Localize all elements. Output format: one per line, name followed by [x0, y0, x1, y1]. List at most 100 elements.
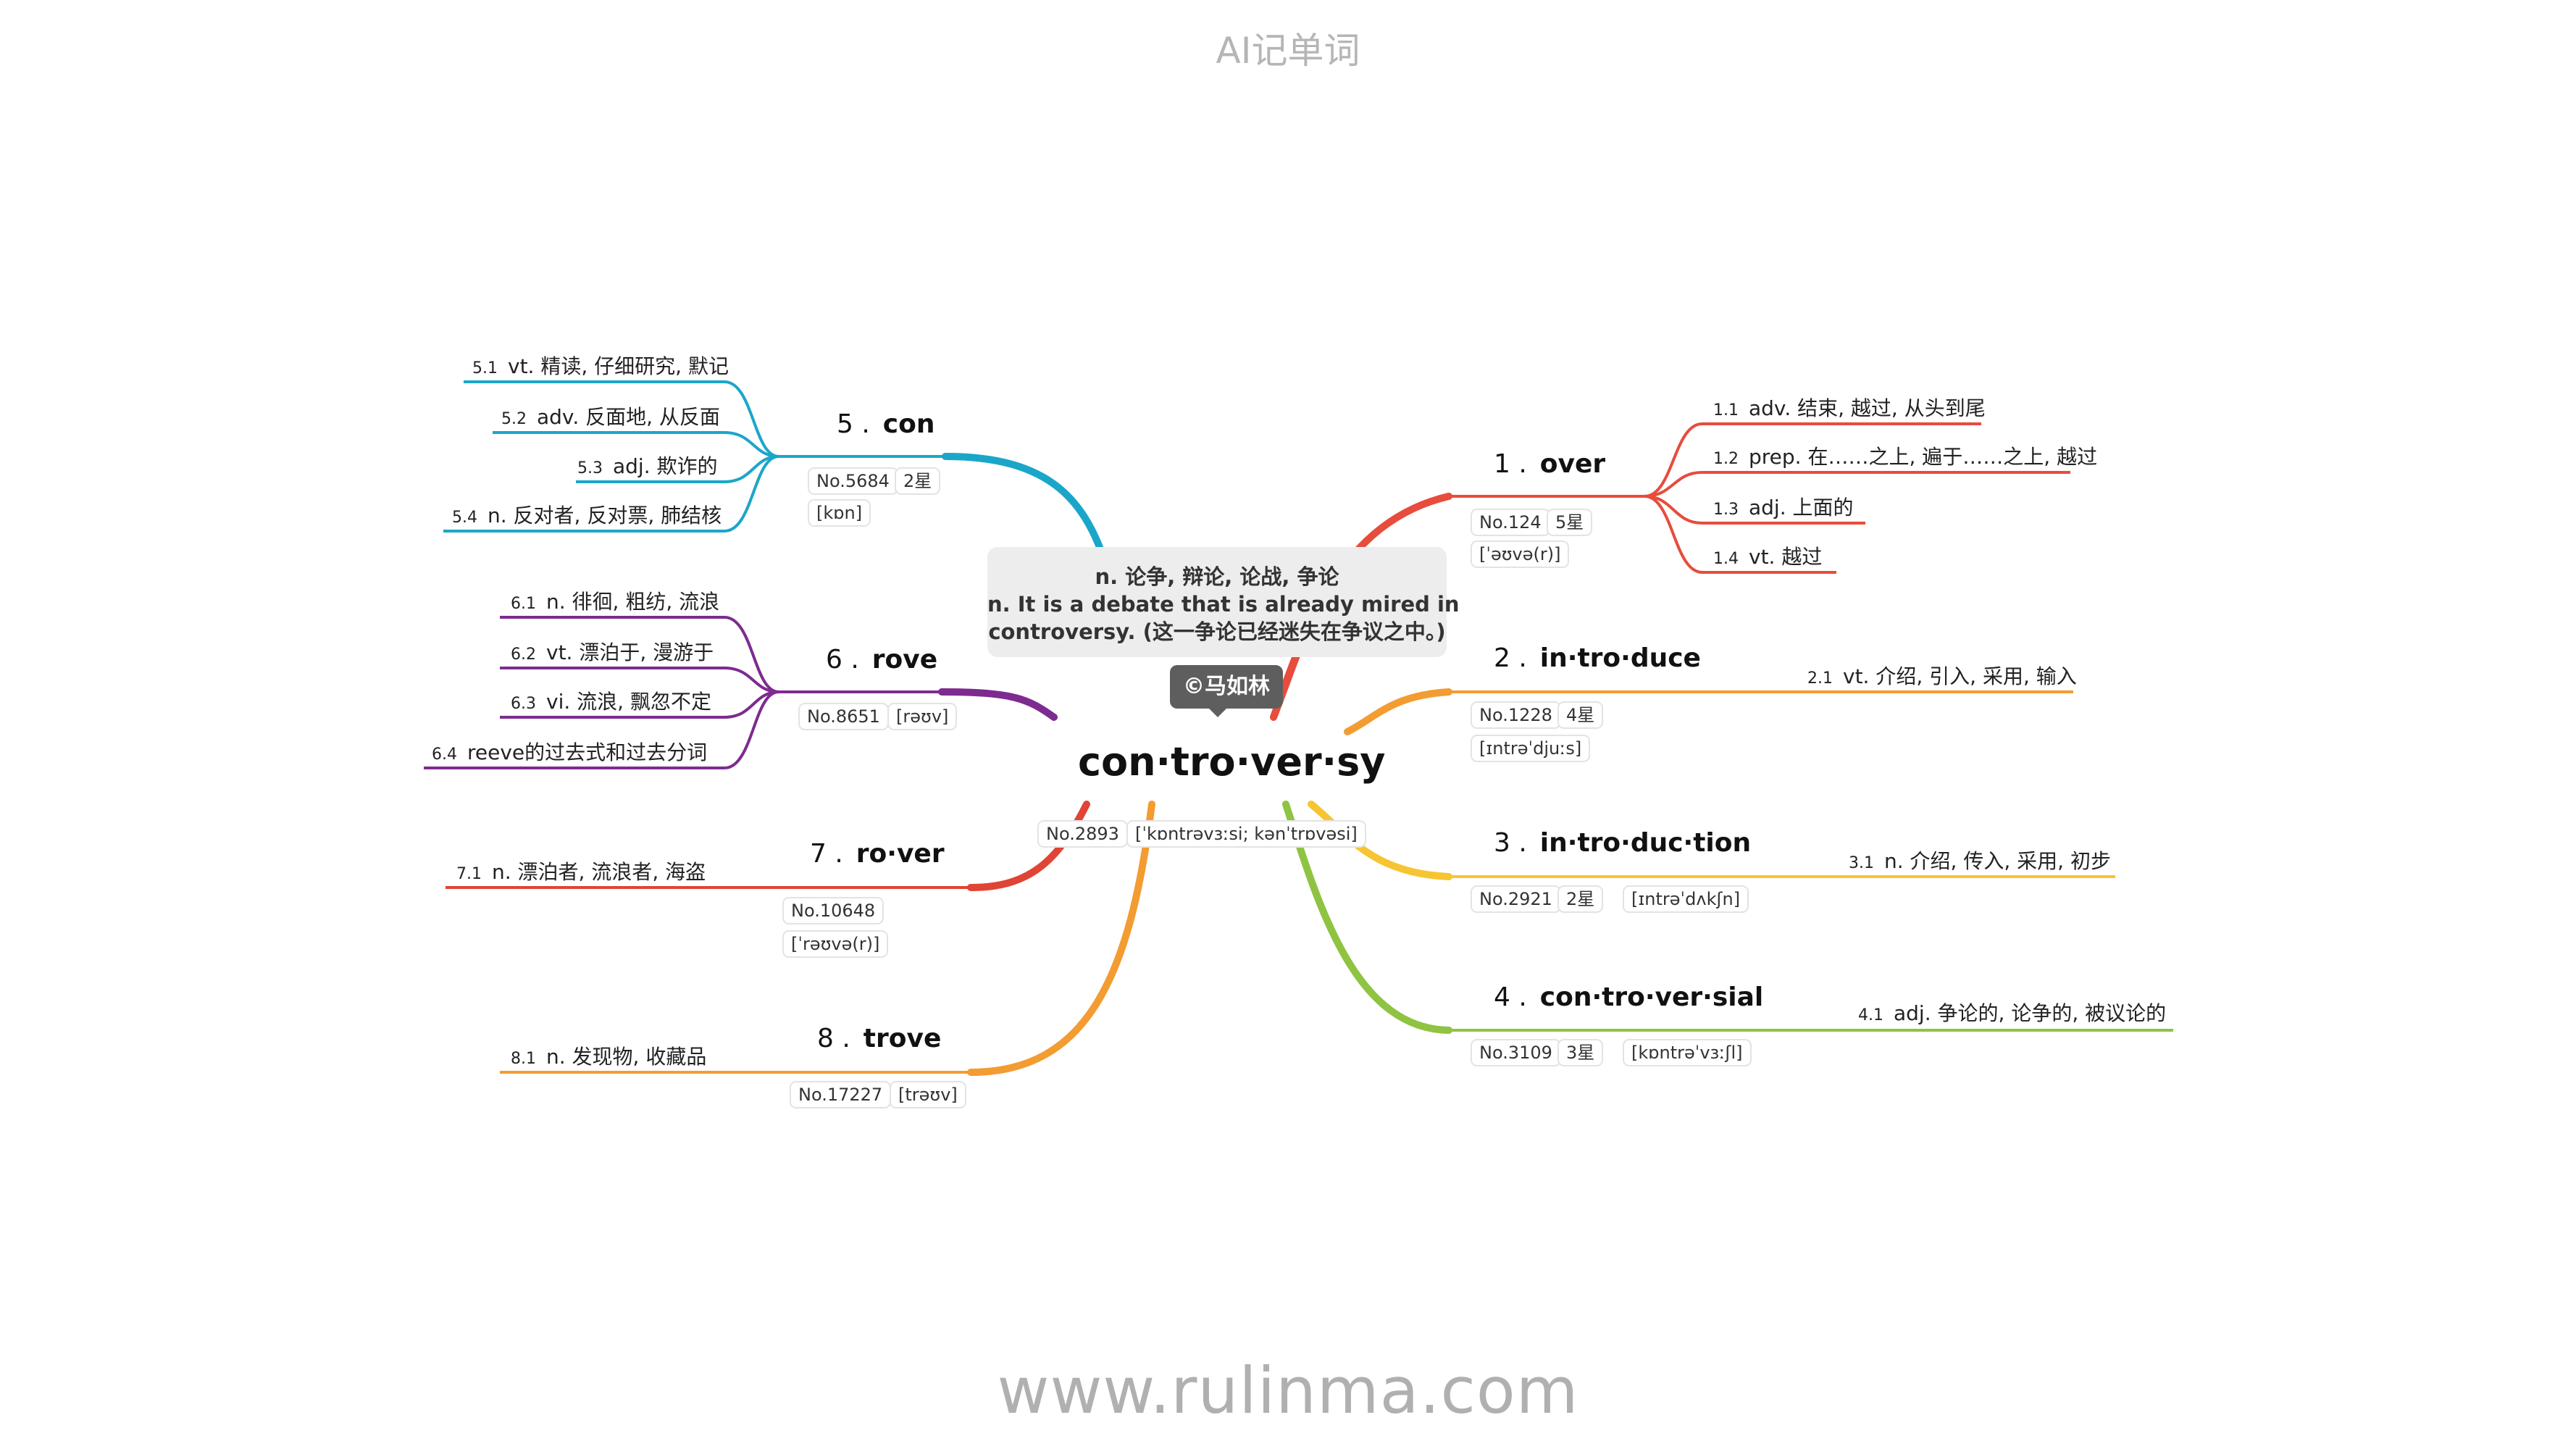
- branch-3-number: 3 .: [1494, 828, 1527, 858]
- leaf-number: 5.3: [577, 459, 603, 477]
- branch-5-word: con: [882, 409, 935, 439]
- center-word[interactable]: con·tro·ver·sy: [1078, 739, 1386, 785]
- branch-5-link-2: [493, 431, 779, 458]
- branch-6-leaf-1: 6.1 n. 徘徊, 粗纺, 流浪: [511, 586, 719, 615]
- leaf-number: 1.2: [1713, 450, 1739, 468]
- branch-5-number: 5 .: [837, 409, 870, 439]
- leaf-text: n. 介绍, 传入, 采用, 初步: [1884, 849, 2111, 873]
- branch-2-title[interactable]: 2 .in·tro·duce: [1494, 643, 1701, 673]
- branch-2-leaf-1: 2.1 vt. 介绍, 引入, 采用, 输入: [1807, 661, 2077, 690]
- branch-3-star-pill: 2星: [1557, 885, 1604, 913]
- branch-6-leaf-3: 6.3 vi. 流浪, 飘忽不定: [511, 686, 711, 715]
- definition-tooltip: n. 论争, 辩论, 论战, 争论 n. It is a debate that…: [987, 547, 1460, 657]
- leaf-number: 2.1: [1807, 669, 1833, 688]
- leaf-number: 6.3: [511, 695, 536, 713]
- leaf-number: 3.1: [1849, 854, 1874, 872]
- leaf-text: vt. 精读, 仔细研究, 默记: [508, 354, 729, 378]
- branch-2-star-pill: 4星: [1557, 701, 1604, 729]
- leaf-text: n. 徘徊, 粗纺, 流浪: [546, 590, 720, 614]
- leaf-text: vt. 越过: [1749, 545, 1823, 569]
- branch-5-link-4: [443, 455, 779, 533]
- branch-8-word: trove: [863, 1024, 942, 1053]
- branch-7-title[interactable]: 7 .ro·ver: [810, 839, 945, 869]
- branch-3-leaf-1: 3.1 n. 介绍, 传入, 采用, 初步: [1849, 845, 2111, 874]
- leaf-number: 1.1: [1713, 401, 1739, 419]
- leaf-number: 1.3: [1713, 501, 1739, 519]
- branch-4-title[interactable]: 4 . con·tro·ver·sial: [1494, 982, 1763, 1012]
- trunk-1b: [1270, 654, 1300, 719]
- branch-7-number: 7 .: [810, 839, 843, 869]
- leaf-number: 6.4: [432, 746, 457, 764]
- branch-3-phonetic-pill: [ɪntrəˈdʌkʃn]: [1623, 885, 1749, 913]
- branch-8-leaf-1: 8.1 n. 发现物, 收藏品: [511, 1041, 706, 1070]
- leaf-number: 4.1: [1858, 1006, 1883, 1024]
- branch-6-link-1: [500, 616, 779, 693]
- branch-4-rank-pill: No.3109: [1471, 1039, 1561, 1066]
- branch-1-link-2: [1644, 471, 2070, 498]
- branch-7-phonetic-pill: [ˈrəʊvə(r)]: [782, 930, 889, 958]
- branch-8-title[interactable]: 8 . trove: [817, 1024, 941, 1053]
- leaf-text: adv. 结束, 越过, 从头到尾: [1749, 396, 1986, 420]
- leaf-text: adj. 上面的: [1749, 496, 1854, 519]
- branch-3-rank-pill: No.2921: [1471, 885, 1561, 913]
- trunk-2: [1344, 688, 1452, 735]
- leaf-text: n. 反对者, 反对票, 肺结核: [488, 504, 722, 527]
- branch-8-number: 8 .: [817, 1024, 850, 1053]
- branch-6-link-3: [500, 690, 779, 719]
- leaf-text: reeve的过去式和过去分词: [467, 740, 708, 764]
- branch-5-leaf-3: 5.3 adj. 欺诈的: [577, 451, 718, 480]
- leaf-number: 7.1: [456, 865, 482, 883]
- leaf-text: adj. 争论的, 论争的, 被议论的: [1894, 1001, 2167, 1025]
- leaf-text: adj. 欺诈的: [613, 454, 718, 478]
- leaf-text: n. 发现物, 收藏品: [546, 1045, 707, 1069]
- branch-1-link-1: [1644, 422, 1981, 498]
- branch-4-number: 4 .: [1494, 982, 1527, 1012]
- branch-2-word: in·tro·duce: [1539, 643, 1701, 673]
- branch-5-leaf-1: 5.1 vt. 精读, 仔细研究, 默记: [472, 351, 729, 380]
- branch-1-title[interactable]: 1 .over: [1494, 449, 1605, 479]
- branch-6-phonetic-pill: [rəʊv]: [887, 703, 958, 730]
- branch-6-link-2: [500, 667, 779, 693]
- branch-6-leaf-4: 6.4 reeve的过去式和过去分词: [432, 737, 707, 766]
- branch-6-number: 6 .: [826, 645, 859, 675]
- branch-1-link-3: [1644, 495, 1865, 525]
- leaf-number: 5.1: [472, 359, 498, 377]
- branch-1-star-pill: 5星: [1547, 509, 1593, 536]
- page-footer[interactable]: www.rulinma.com: [997, 1353, 1579, 1428]
- branch-6-title[interactable]: 6 .rove: [826, 645, 937, 675]
- branch-4-word: con·tro·ver·sial: [1539, 982, 1764, 1012]
- tooltip-line-2: n. It is a debate that is already mired …: [987, 592, 1460, 617]
- trunk-5: [942, 453, 1112, 576]
- branch-6-link-4: [424, 690, 779, 769]
- author-badge: ©马如林: [1170, 665, 1283, 709]
- center-phonetic-pill: [ˈkɒntrəvɜːsi; kənˈtrɒvəsi]: [1126, 820, 1366, 848]
- branch-2-phonetic-pill: [ɪntrəˈdjuːs]: [1471, 735, 1591, 762]
- branch-4-phonetic-pill: [kɒntrəˈvɜːʃl]: [1623, 1039, 1752, 1066]
- center-rank-pill: No.2893: [1037, 820, 1128, 848]
- branch-1-rank-pill: No.124: [1471, 509, 1550, 536]
- branch-1-leaf-2: 1.2 prep. 在……之上, 遍于……之上, 越过: [1713, 441, 2097, 470]
- branch-8-rank-pill: No.17227: [790, 1081, 892, 1108]
- trunk-6: [938, 688, 1058, 721]
- leaf-number: 8.1: [511, 1050, 536, 1068]
- leaf-text: vt. 介绍, 引入, 采用, 输入: [1843, 664, 2077, 688]
- leaf-text: prep. 在……之上, 遍于……之上, 越过: [1749, 445, 2098, 469]
- leaf-number: 6.1: [511, 595, 536, 613]
- branch-5-title[interactable]: 5 . con: [837, 409, 935, 439]
- branch-5-rank-pill: No.5684: [808, 467, 898, 495]
- branch-6-rank-pill: No.8651: [798, 703, 889, 730]
- branch-1-number: 1 .: [1494, 449, 1527, 479]
- tooltip-line-3: controversy. (这一争论已经迷失在争议之中。): [988, 619, 1446, 644]
- trunk-8: [967, 801, 1155, 1076]
- branch-3-title[interactable]: 3 .in·tro·duc·tion: [1494, 828, 1751, 858]
- leaf-text: vi. 流浪, 飘忽不定: [546, 690, 711, 714]
- leaf-number: 1.4: [1713, 550, 1739, 568]
- branch-8-phonetic-pill: [trəʊv]: [890, 1081, 966, 1108]
- tooltip-line-1: n. 论争, 辩论, 论战, 争论: [1095, 564, 1339, 589]
- branch-1-leaf-4: 1.4 vt. 越过: [1713, 541, 1822, 570]
- branch-2-rank-pill: No.1228: [1471, 701, 1561, 729]
- branch-5-link-3: [576, 455, 779, 483]
- branch-5-star-pill: 2星: [895, 467, 941, 495]
